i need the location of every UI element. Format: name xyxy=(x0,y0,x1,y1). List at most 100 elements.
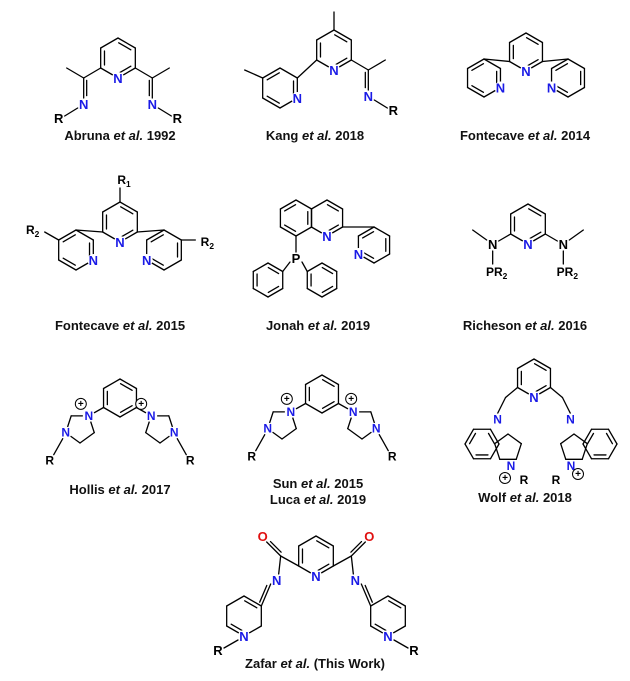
sun-benzene-bond xyxy=(321,402,340,414)
nitrogen-label: N xyxy=(113,71,122,86)
bond xyxy=(44,231,60,241)
atom-mask xyxy=(520,65,532,77)
nitrogen-label: N xyxy=(79,97,88,112)
nitrogen-label: N xyxy=(567,459,576,473)
atom-mask xyxy=(261,422,274,435)
subst-terpy-right-bond xyxy=(163,229,182,241)
oxygen-label: O xyxy=(364,529,374,544)
hollis-benzene-bond xyxy=(102,378,121,390)
terpy-central-pyridine-bond xyxy=(525,32,544,44)
positive-charge-icon xyxy=(499,472,511,484)
kang-left-pyridine-bond xyxy=(279,67,298,79)
atom-mask xyxy=(494,81,507,94)
atom-mask xyxy=(491,413,504,426)
pr2-label: PR2 xyxy=(557,265,579,281)
zafar-pyridinylidene-left-bond xyxy=(226,595,245,607)
terpy-left-pyridine-bond xyxy=(483,58,502,70)
imine-bond xyxy=(360,583,372,607)
zafar-pyridinylidene-right-bond xyxy=(387,595,406,607)
subst-terpy-central-bond-inner xyxy=(120,206,134,215)
r-group-label: R xyxy=(173,111,183,126)
wolf-benzo-left-bond xyxy=(489,443,500,460)
nitrogen-label: N xyxy=(496,80,505,95)
bond xyxy=(282,261,291,273)
bond xyxy=(332,555,352,567)
positive-charge-icon xyxy=(572,468,584,480)
terpy-right-pyridine-bond-inner xyxy=(555,63,569,72)
bond xyxy=(255,433,266,452)
wolf-benzo-left-bond xyxy=(464,428,475,445)
bond xyxy=(498,233,512,242)
kang-central-pyridine-bond xyxy=(316,29,335,41)
zafar-pyridinylidene-right-bond-inner xyxy=(374,623,388,632)
atom-mask xyxy=(545,81,558,94)
subst-terpy-right-bond xyxy=(163,259,182,271)
bond xyxy=(157,107,172,117)
r-group-label: R xyxy=(45,454,54,468)
atom-mask xyxy=(522,238,534,250)
pendant-pyridine-bond-inner xyxy=(361,251,375,260)
imine-bond-second xyxy=(259,584,268,603)
terpy-central-pyridine-bond-inner xyxy=(525,37,539,46)
bond xyxy=(176,437,187,456)
bond xyxy=(64,107,79,117)
atom-mask xyxy=(321,230,333,242)
pr2-label: PR2 xyxy=(486,265,508,281)
nitrogen-label: N xyxy=(507,459,516,473)
zafar-pyridine-bond-inner xyxy=(316,540,330,549)
methyl-bond xyxy=(151,67,170,79)
wolf-pyridine-bond xyxy=(533,358,552,370)
sun-benzene-bond-inner xyxy=(321,379,335,388)
atom-mask xyxy=(59,426,72,439)
r1-label: R1 xyxy=(117,173,131,189)
zafar-pyridinylidene-right-bond-inner xyxy=(388,600,402,609)
bond xyxy=(561,396,572,415)
nitrogen-label: N xyxy=(351,573,360,588)
sun-imidazolium-right-bond xyxy=(347,427,363,440)
hollis-benzene-bond xyxy=(119,406,138,418)
wolf-pyridine-bond xyxy=(516,358,535,370)
kang-left-pyridine-bond xyxy=(262,97,281,109)
atom-mask xyxy=(564,413,577,426)
pendant-pyridine-bond xyxy=(373,226,391,237)
positive-charge-icon xyxy=(135,397,148,410)
nitrogen-label: N xyxy=(148,97,157,112)
bond xyxy=(223,639,239,649)
caption-richeson: Richeson et al. 2016 xyxy=(462,318,588,333)
r-group-label: R xyxy=(389,103,399,118)
nitrogen-label: N xyxy=(364,89,373,104)
atom-mask xyxy=(328,64,340,76)
subst-terpy-right-bond-inner xyxy=(150,234,164,243)
nitrogen-label: N xyxy=(272,573,281,588)
methyl-bond xyxy=(367,59,386,71)
nitrogen-label: N xyxy=(329,63,338,78)
terpy-left-pyridine-bond xyxy=(466,58,485,70)
zafar-pyridine-bond xyxy=(315,535,334,547)
r-group-label: R xyxy=(186,454,195,468)
methylene-bond xyxy=(549,386,564,399)
methyl-bond xyxy=(244,69,264,79)
carbonyl-bond-second xyxy=(269,540,282,553)
r2-label: R2 xyxy=(201,235,215,251)
abruna-pyridine-bond xyxy=(117,37,136,49)
zafar-pyridinylidene-right-bond xyxy=(370,595,389,607)
kang-left-pyridine-bond-inner xyxy=(266,72,280,81)
quinoline-pyridine-ring-bond xyxy=(326,199,344,210)
atom-mask xyxy=(82,409,95,422)
atom-mask xyxy=(140,254,153,266)
charge-plus: + xyxy=(78,398,84,409)
nitrogen-label: N xyxy=(115,235,124,250)
richeson-pyridine-bond-inner xyxy=(528,208,542,217)
positive-charge-icon xyxy=(74,397,87,410)
hollis-benzene-bond xyxy=(102,406,121,418)
sun-benzene-bond xyxy=(321,374,340,386)
bond xyxy=(541,58,569,63)
wolf-benzo-right-bond xyxy=(582,443,593,460)
methylene-bond xyxy=(504,386,519,399)
methyl-bond xyxy=(66,67,85,79)
charge-plus: + xyxy=(348,393,354,404)
caption-fontecave-2015: Fontecave et al. 2015 xyxy=(54,318,186,333)
positive-charge-icon xyxy=(345,392,358,405)
r-group-label: R xyxy=(552,473,561,487)
bond xyxy=(83,67,102,79)
